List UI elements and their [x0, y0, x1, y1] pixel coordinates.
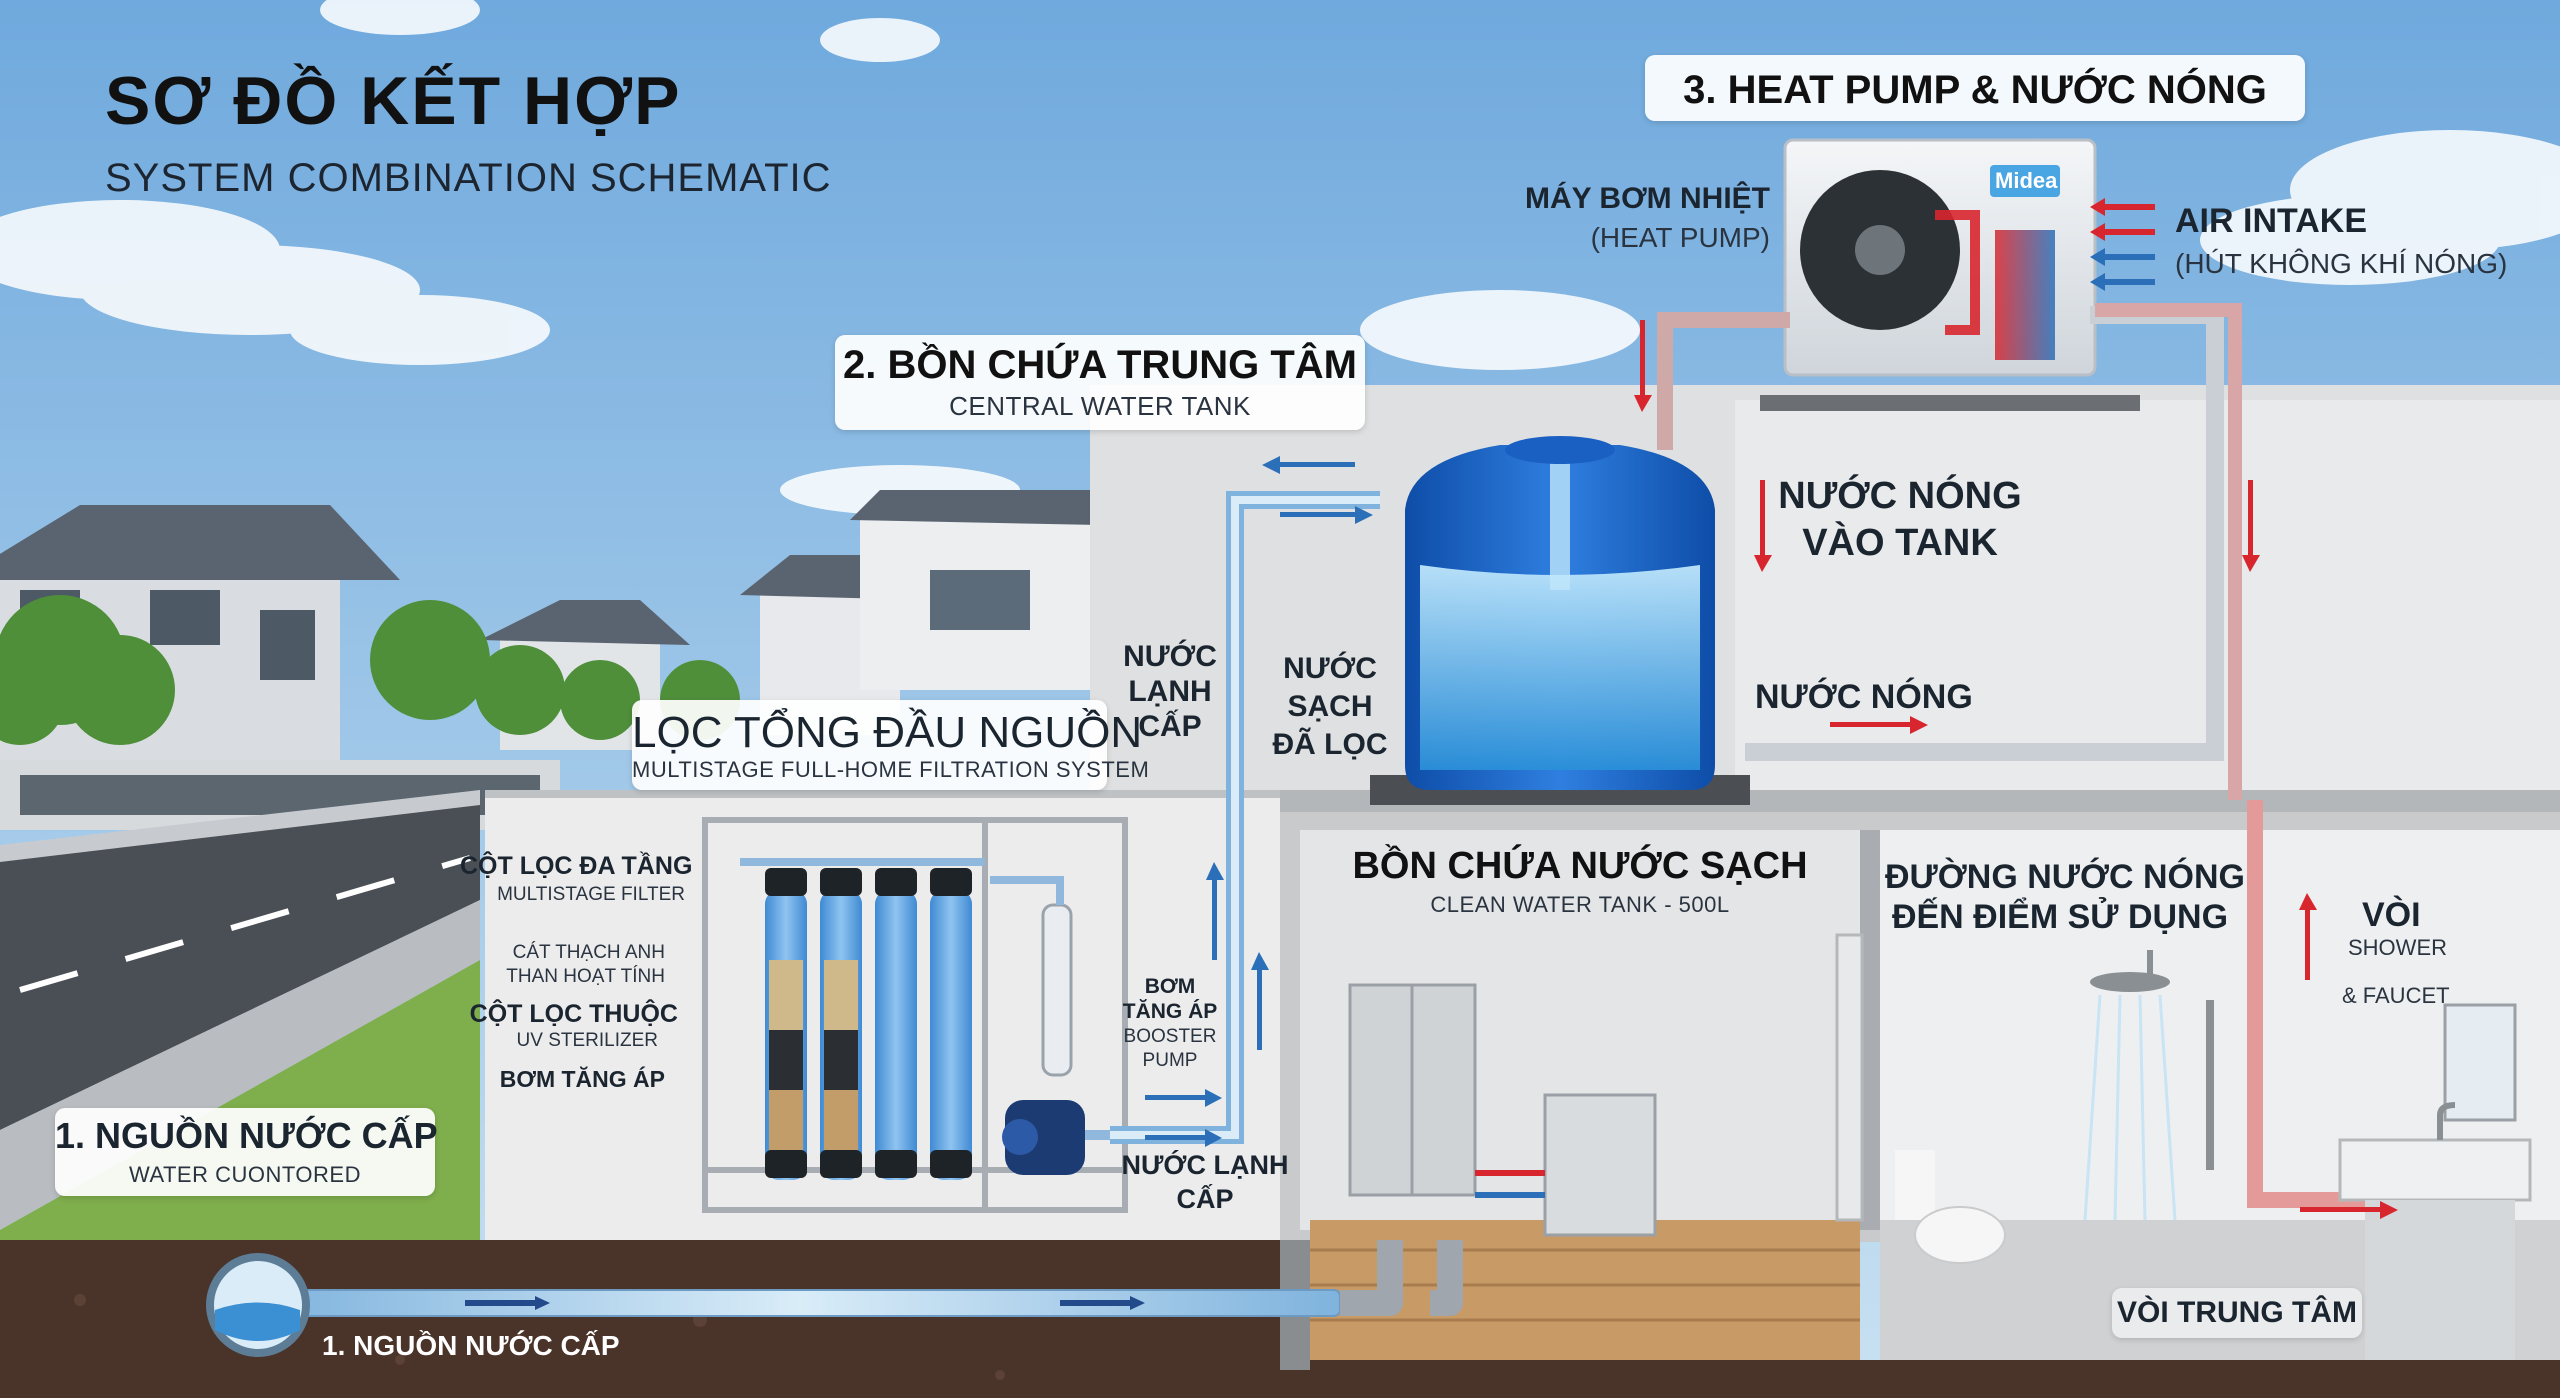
cold-supply-label-3: CẤP — [1138, 710, 1202, 743]
heat-pump-brand: Midea — [1995, 168, 2058, 193]
activated-carbon-label: THAN HOẠT TÍNH — [506, 966, 665, 987]
hot-into-tank-label-2: VÀO TANK — [1802, 522, 1998, 564]
tap-label: VÒI — [2362, 896, 2421, 934]
filter-title-badge — [632, 700, 1107, 790]
source-pipe-label: 1. NGUỒN NƯỚC CẤP — [322, 1330, 620, 1361]
air-intake-label: AIR INTAKE — [2175, 202, 2368, 240]
clean-water-label-3: ĐÃ LỌC — [1272, 728, 1388, 761]
cold-supply-label-2: LẠNH — [1128, 675, 1212, 708]
central-tank-title: 2. BỒN CHỨA TRUNG TÂM — [843, 343, 1357, 387]
clean-tank-room-subtitle: CLEAN WATER TANK - 500L — [1430, 892, 1730, 917]
clean-water-label-2: SẠCH — [1287, 690, 1373, 723]
source-title: 1. NGUỒN NƯỚC CẤP — [55, 1115, 438, 1156]
main-subtitle: SYSTEM COMBINATION SCHEMATIC — [105, 156, 832, 200]
booster-pump-side-label-2: TĂNG ÁP — [1122, 1000, 1218, 1023]
heat-pump-title: 3. HEAT PUMP & NƯỚC NÓNG — [1683, 68, 2267, 112]
heat-pump-unit-label: MÁY BƠM NHIỆT — [1524, 182, 1770, 215]
cold-out-label-2: CẤP — [1176, 1184, 1234, 1214]
filter-subtitle: MULTISTAGE FULL-HOME FILTRATION SYSTEM — [632, 757, 1150, 782]
booster-pump-label: BƠM TĂNG ÁP — [499, 1066, 665, 1092]
booster-pump-side-label-4: PUMP — [1142, 1050, 1198, 1071]
heat-pump-unit-sub: (HEAT PUMP) — [1590, 222, 1770, 253]
uv-sterilizer-sub: UV STERILIZER — [516, 1030, 658, 1051]
multistage-filter-sub: MULTISTAGE FILTER — [497, 884, 685, 905]
central-tank-subtitle: CENTRAL WATER TANK — [949, 391, 1251, 421]
hot-water-label: NƯỚC NÓNG — [1755, 678, 1973, 716]
source-subtitle: WATER CUONTORED — [129, 1162, 361, 1187]
multistage-filter-label: CỘT LỌC ĐA TẦNG — [460, 852, 693, 880]
booster-pump-side-label-3: BOOSTER — [1123, 1026, 1217, 1047]
hot-into-tank-label-1: NƯỚC NÓNG — [1778, 475, 2022, 517]
central-tank-title-badge — [835, 335, 1365, 430]
faucet-label: & FAUCET — [2342, 983, 2450, 1008]
cold-out-label-1: NƯỚC LẠNH — [1121, 1150, 1289, 1180]
clean-water-label-1: NƯỚC — [1283, 652, 1377, 685]
uv-column-label: CỘT LỌC THUỘC — [469, 1000, 678, 1028]
main-title: SƠ ĐỒ KẾT HỢP — [105, 63, 682, 139]
central-tap-label: VÒI TRUNG TÂM — [2117, 1296, 2357, 1329]
clean-tank-room-title: BỒN CHỨA NƯỚC SẠCH — [1352, 845, 1808, 887]
hot-route-label-1: ĐƯỜNG NƯỚC NÓNG — [1885, 858, 2245, 896]
filter-title: LỌC TỔNG ĐẦU NGUỒN — [632, 708, 1143, 757]
cold-supply-label-1: NƯỚC — [1123, 640, 1217, 673]
central-tap-badge — [2112, 1288, 2362, 1338]
air-intake-sub: (HÚT KHÔNG KHÍ NÓNG) — [2175, 248, 2508, 279]
hot-route-label-2: ĐẾN ĐIỂM SỬ DỤNG — [1891, 898, 2229, 936]
quartz-sand-label: CÁT THẠCH ANH — [512, 942, 665, 963]
booster-pump-side-label-1: BƠM — [1144, 975, 1196, 998]
source-title-badge — [55, 1108, 435, 1196]
shower-label: SHOWER — [2348, 935, 2447, 960]
heat-pump-title-badge — [1645, 55, 2305, 121]
